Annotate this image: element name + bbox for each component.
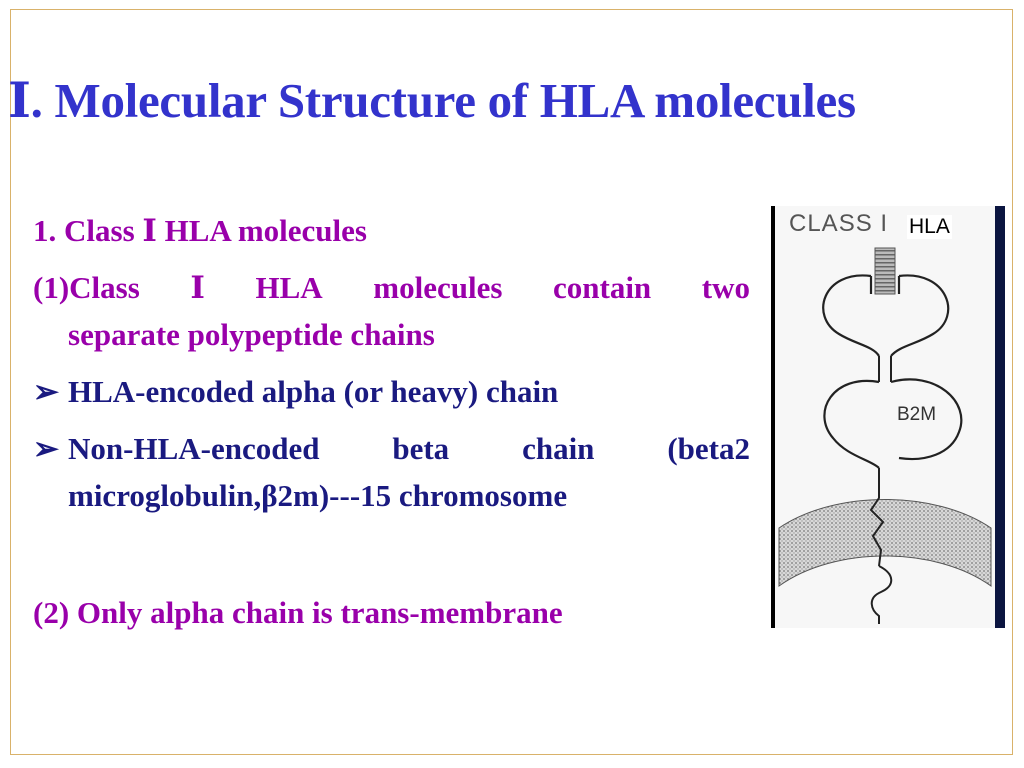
paragraph-1: (1)Class Ⅰ HLA molecules contain two sep… bbox=[33, 264, 750, 358]
section-heading: 1. Class Ⅰ HLA molecules bbox=[33, 207, 750, 254]
b2-word: chain bbox=[522, 431, 595, 466]
p1-word: contain bbox=[553, 270, 652, 305]
bullet-1-text: HLA-encoded alpha (or heavy) chain bbox=[68, 374, 559, 409]
bullet-item-beta-chain: ➢ Non-HLA-encoded beta chain (beta2 micr… bbox=[33, 425, 750, 519]
b2-word: Non-HLA-encoded bbox=[68, 431, 320, 466]
figure-panel: CLASS I HLA B2M bbox=[775, 206, 995, 628]
alpha-chain-link bbox=[878, 356, 892, 382]
paragraph-2: (2) Only alpha chain is trans-membrane bbox=[33, 589, 750, 636]
cytoplasmic-tail bbox=[870, 565, 893, 624]
p1-word: (1)Class bbox=[33, 270, 140, 305]
hla-structure-diagram bbox=[778, 247, 992, 624]
bullet-line: ➢ Non-HLA-encoded beta chain (beta2 bbox=[33, 425, 750, 472]
heading-text: 1. Class Ⅰ HLA molecules bbox=[33, 213, 367, 248]
bullet-item-alpha-chain: ➢ HLA-encoded alpha (or heavy) chain bbox=[33, 368, 750, 415]
cell-membrane bbox=[778, 499, 992, 587]
alpha1-alpha2-domains bbox=[822, 274, 950, 357]
arrow-bullet-icon: ➢ bbox=[33, 431, 59, 466]
p1-word: molecules bbox=[373, 270, 503, 305]
arrow-bullet-icon: ➢ bbox=[33, 374, 59, 409]
b2-word: (beta2 bbox=[667, 431, 750, 466]
p1-word: Ⅰ bbox=[190, 270, 205, 305]
slide-title: Ⅰ. Molecular Structure of HLA molecules bbox=[8, 73, 856, 128]
bullet-2-line-1: Non-HLA-encoded beta chain (beta2 bbox=[68, 425, 750, 472]
b2-word: beta bbox=[392, 431, 450, 466]
p1-word: HLA bbox=[255, 270, 323, 305]
p1-word: two bbox=[701, 270, 750, 305]
figure-class-label: CLASS I bbox=[789, 210, 889, 237]
figure-b2m-label: B2M bbox=[897, 404, 937, 425]
class-i-hla-figure: CLASS I HLA B2M bbox=[771, 206, 1005, 628]
bullet-line: ➢ HLA-encoded alpha (or heavy) chain bbox=[33, 368, 750, 415]
peptide-block bbox=[874, 247, 896, 295]
b2m-domain bbox=[890, 378, 963, 460]
paragraph-2-text: (2) Only alpha chain is trans-membrane bbox=[33, 595, 563, 630]
figure-hla-label: HLA bbox=[907, 215, 952, 239]
paragraph-1-line-1: (1)Class Ⅰ HLA molecules contain two bbox=[33, 264, 750, 311]
alpha3-domain bbox=[823, 379, 880, 469]
bullet-2-line-2: microglobulin,β2m)---15 chromosome bbox=[68, 478, 568, 513]
transmembrane-segment bbox=[869, 468, 885, 567]
slide-frame bbox=[10, 9, 1013, 755]
paragraph-1-line-2: separate polypeptide chains bbox=[68, 317, 435, 352]
